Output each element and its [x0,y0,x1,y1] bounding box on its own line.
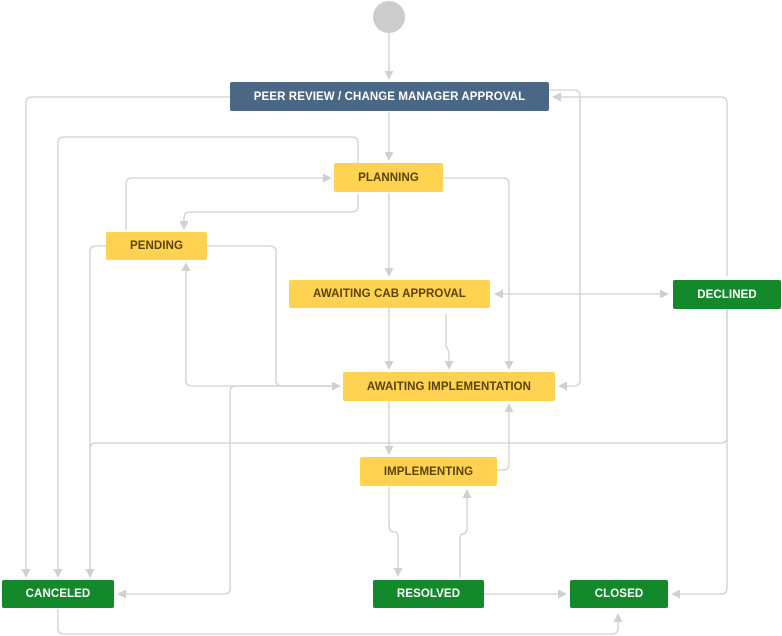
transition-peer-review-awaiting-impl [549,89,581,391]
transition-planning-pending [179,194,359,230]
status-awaiting-cab-approval[interactable]: AWAITING CAB APPROVAL [289,280,490,308]
transition-resolved-implementing [459,489,472,578]
transition-implementing-awaiting-impl [497,403,514,471]
transition-declined-closed [671,309,728,599]
status-pending[interactable]: PENDING [106,232,207,260]
status-label: CANCELED [25,588,91,600]
transition-implementing-resolved [388,487,403,577]
transition-awaiting-impl-canceled [117,385,340,599]
transition-declined-peer-review [552,92,728,276]
status-closed[interactable]: CLOSED [570,580,668,608]
status-label: AWAITING CAB APPROVAL [313,288,466,300]
status-label: PEER REVIEW / CHANGE MANAGER APPROVAL [253,90,526,103]
status-planning[interactable]: PLANNING [334,163,443,192]
status-label: PENDING [129,240,184,252]
transition-pending-planning [125,173,332,230]
status-declined[interactable]: DECLINED [673,280,781,309]
status-implementing[interactable]: IMPLEMENTING [360,457,497,486]
start-node [373,1,405,33]
status-awaiting-implementation[interactable]: AWAITING IMPLEMENTATION [343,372,555,401]
transition-awaiting-impl-pending [181,262,340,387]
status-label: AWAITING IMPLEMENTATION [366,380,532,393]
status-label: IMPLEMENTING [383,465,474,478]
transition-pending-awaiting-impl [207,245,341,391]
transition-pending-canceled [85,245,106,578]
status-resolved[interactable]: RESOLVED [373,580,484,608]
status-peer-review[interactable]: PEER REVIEW / CHANGE MANAGER APPROVAL [230,82,549,111]
status-label: RESOLVED [396,588,461,600]
transition-canceled-closed [57,609,623,635]
transition-planning-canceled [53,136,359,578]
transition-planning-awaiting-impl [443,177,514,370]
status-label: CLOSED [594,588,644,600]
transition-awaiting-cab-awaiting-impl-2 [444,314,454,370]
status-canceled[interactable]: CANCELED [2,580,114,608]
status-label: DECLINED [697,288,757,301]
transition-peer-review-canceled [21,96,230,578]
status-label: PLANNING [358,171,419,184]
